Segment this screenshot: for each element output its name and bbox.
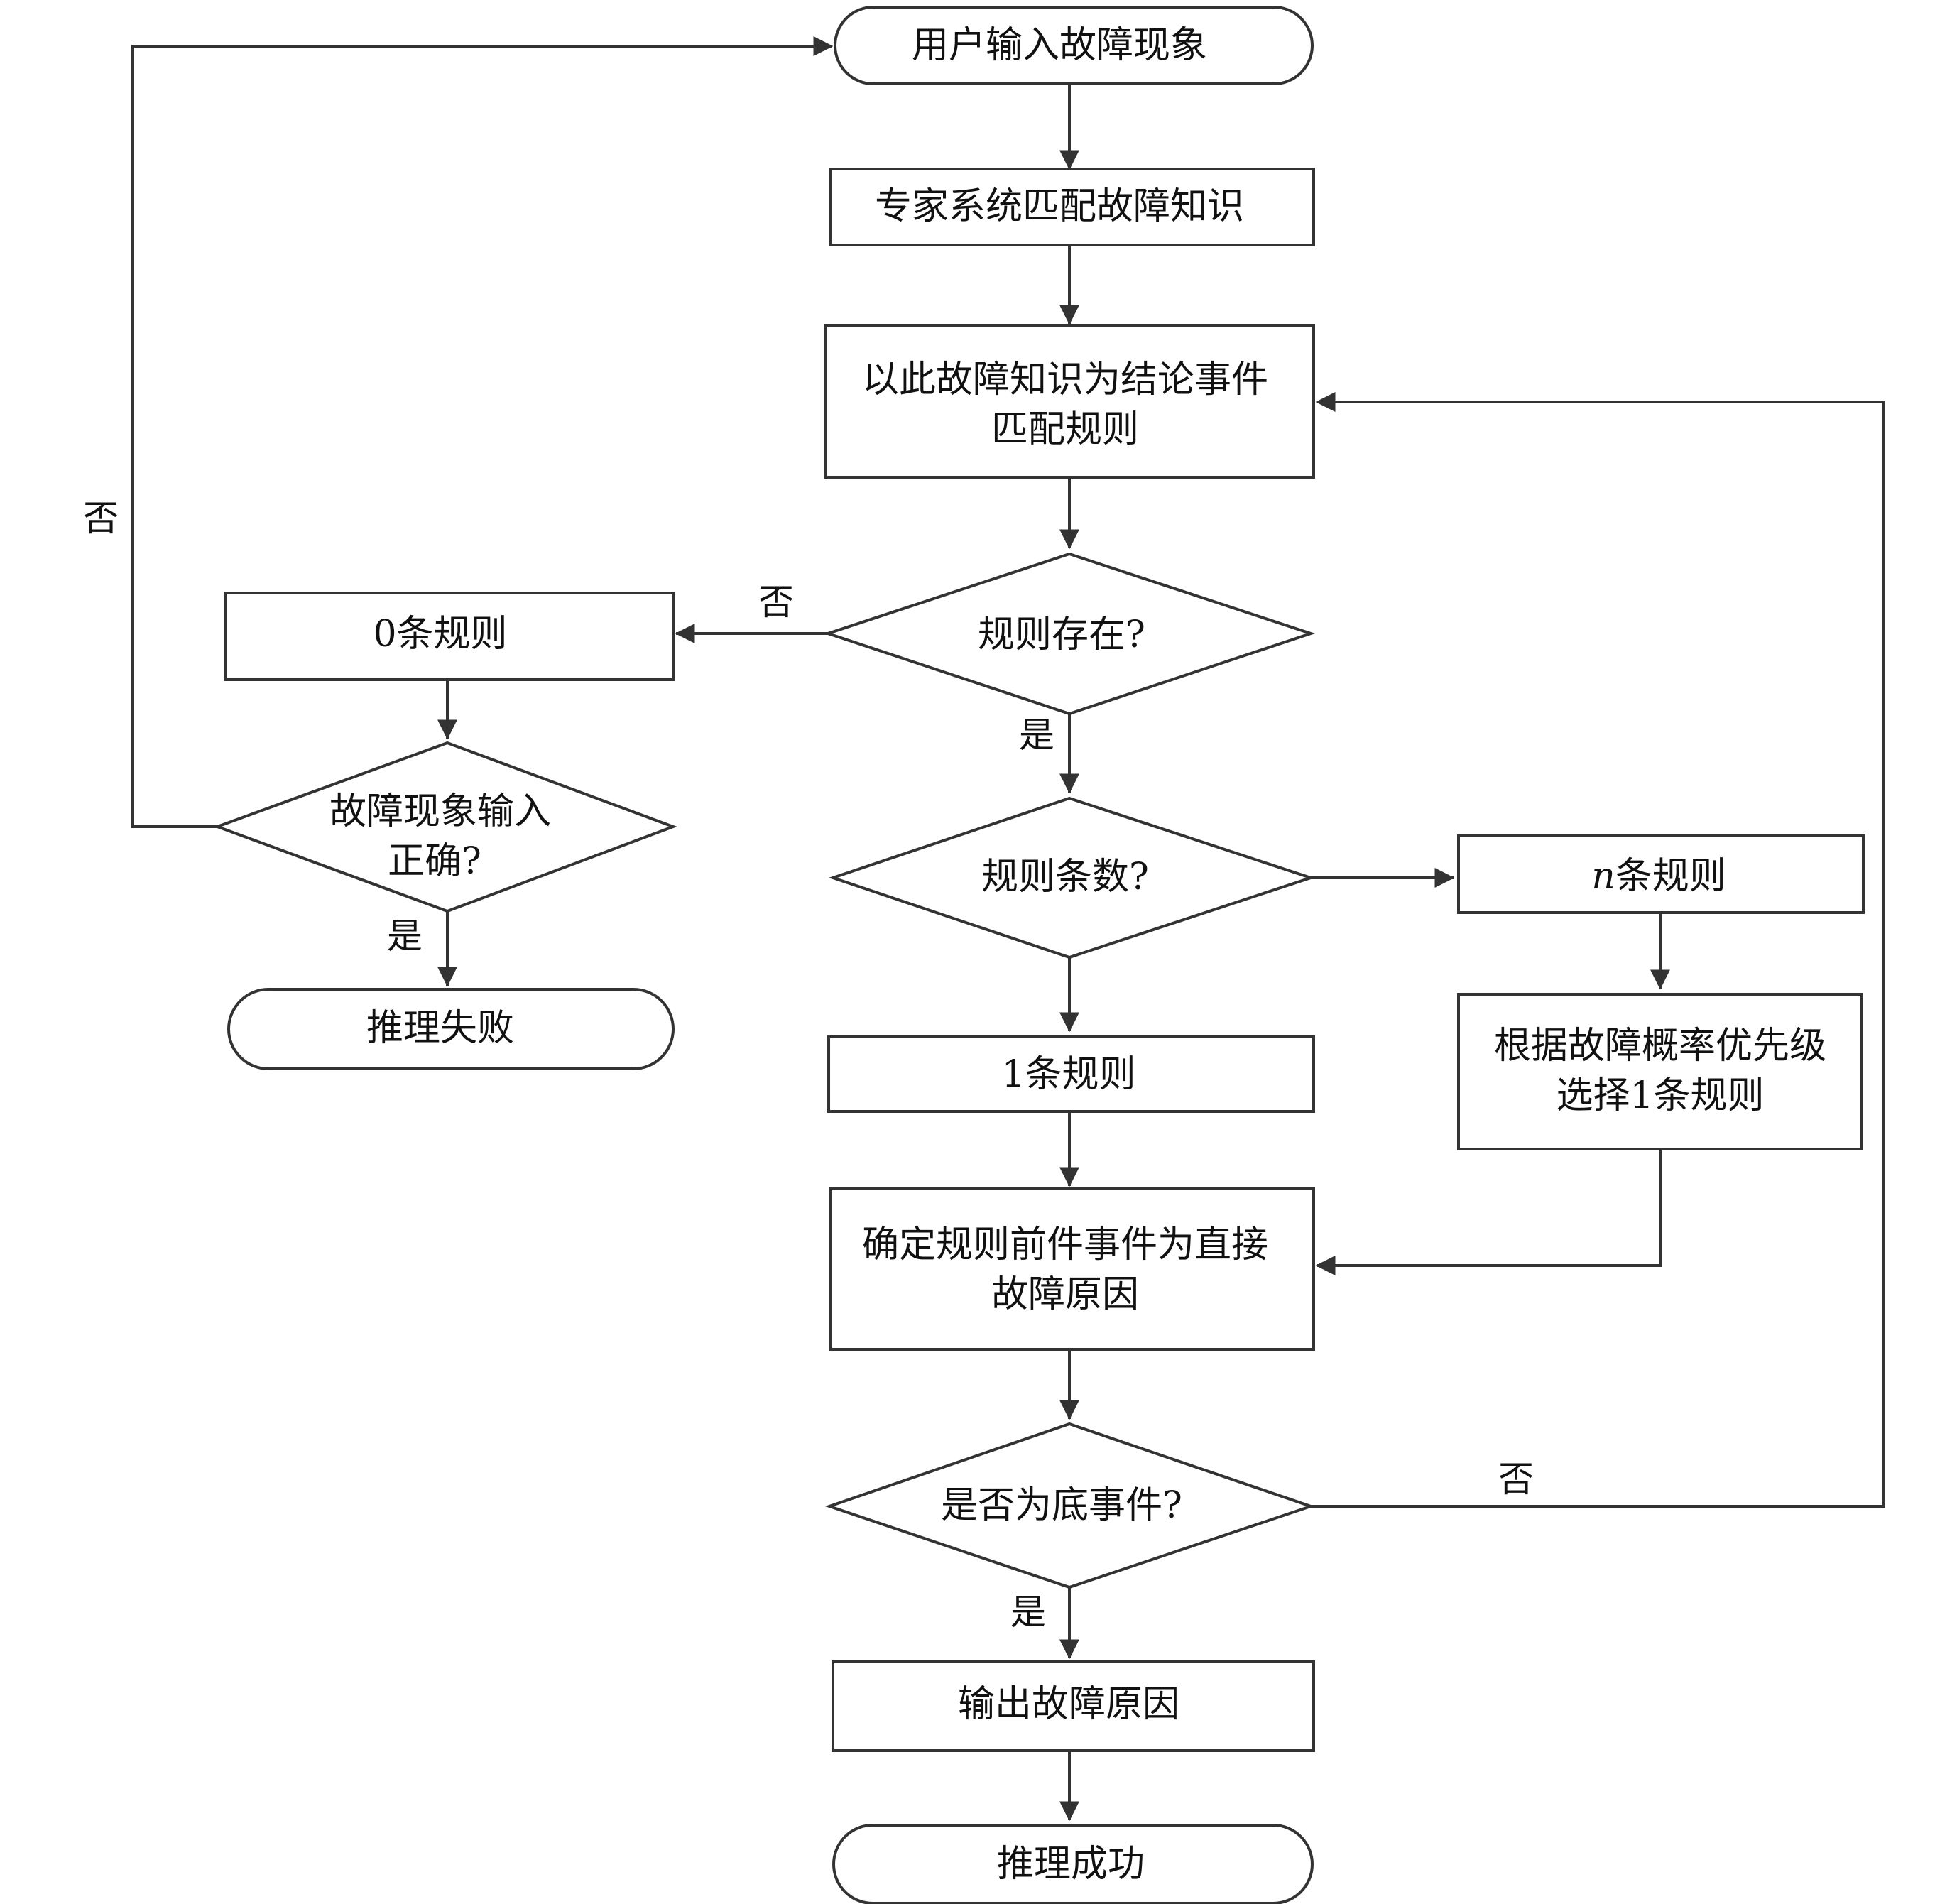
direct-cause-box [829,1187,1315,1351]
edge-select-to-cause [1315,1149,1662,1275]
rule-count-decision [828,796,1316,959]
success-label: 推理成功 [997,1843,1145,1886]
match-knowledge-box [829,168,1315,246]
edge-label-rule-yes: 是 [1019,714,1054,756]
edge-labels: 否 否 是 是 否 是 [83,498,1534,1633]
zero-rules-label: 0条规则 [373,613,507,655]
edge-correct-no-to-start [131,36,834,828]
output-label: 输出故障原因 [958,1683,1179,1726]
is-bottom-decision [824,1422,1316,1589]
n-rules-label: n条规则 [1591,855,1726,898]
start-label: 用户输入故障现象 [912,24,1207,67]
n-rules-variable: n [1591,855,1615,898]
select-rule-box [1457,993,1863,1150]
fail-label: 推理失败 [366,1007,514,1050]
edge-label-fail-yes: 是 [387,915,423,957]
fail-terminal [227,988,675,1070]
is-bottom-label: 是否为底事件? [941,1484,1182,1527]
zero-rules-box [224,592,675,681]
match-rules-box [824,324,1315,479]
n-rules-box [1457,834,1865,914]
node-labels: 用户输入故障现象 专家系统匹配故障知识 以此故障知识为结论事件 匹配规则 规则存… [329,24,1826,1886]
rule-exists-decision [823,552,1316,716]
one-rule-label: 1条规则 [1001,1053,1135,1096]
direct-cause-label-line2: 故障原因 [991,1273,1139,1316]
edge-label-rule-no: 否 [758,582,794,623]
input-correct-label-line1: 故障现象输入 [329,790,551,833]
input-correct-label-line2: 正确? [388,840,481,883]
select-rule-label-line2: 选择1条规则 [1556,1075,1764,1117]
input-correct-decision [213,741,677,913]
direct-cause-label-line1: 确定规则前件事件为直接 [862,1224,1268,1266]
rule-exists-label: 规则存在? [978,614,1145,656]
nodes [213,6,1865,1904]
edge-label-bottom-no: 否 [1498,1459,1534,1500]
edge-bottom-no-to-rules [1311,392,1885,1508]
edges [131,36,1885,1822]
start-terminal [834,6,1314,85]
match-knowledge-label: 专家系统匹配故障知识 [875,185,1244,228]
one-rule-box [827,1035,1315,1113]
match-rules-label-line1: 以此故障知识为结论事件 [862,359,1268,401]
output-box [832,1660,1315,1752]
success-terminal [832,1824,1314,1904]
select-rule-label-line1: 根据故障概率优先级 [1494,1025,1826,1067]
edge-label-input-no: 否 [83,498,119,539]
edge-label-bottom-yes: 是 [1010,1592,1046,1633]
n-rules-text: 条规则 [1615,855,1726,898]
match-rules-label-line2: 匹配规则 [991,408,1139,451]
rule-count-label: 规则条数? [981,856,1149,898]
